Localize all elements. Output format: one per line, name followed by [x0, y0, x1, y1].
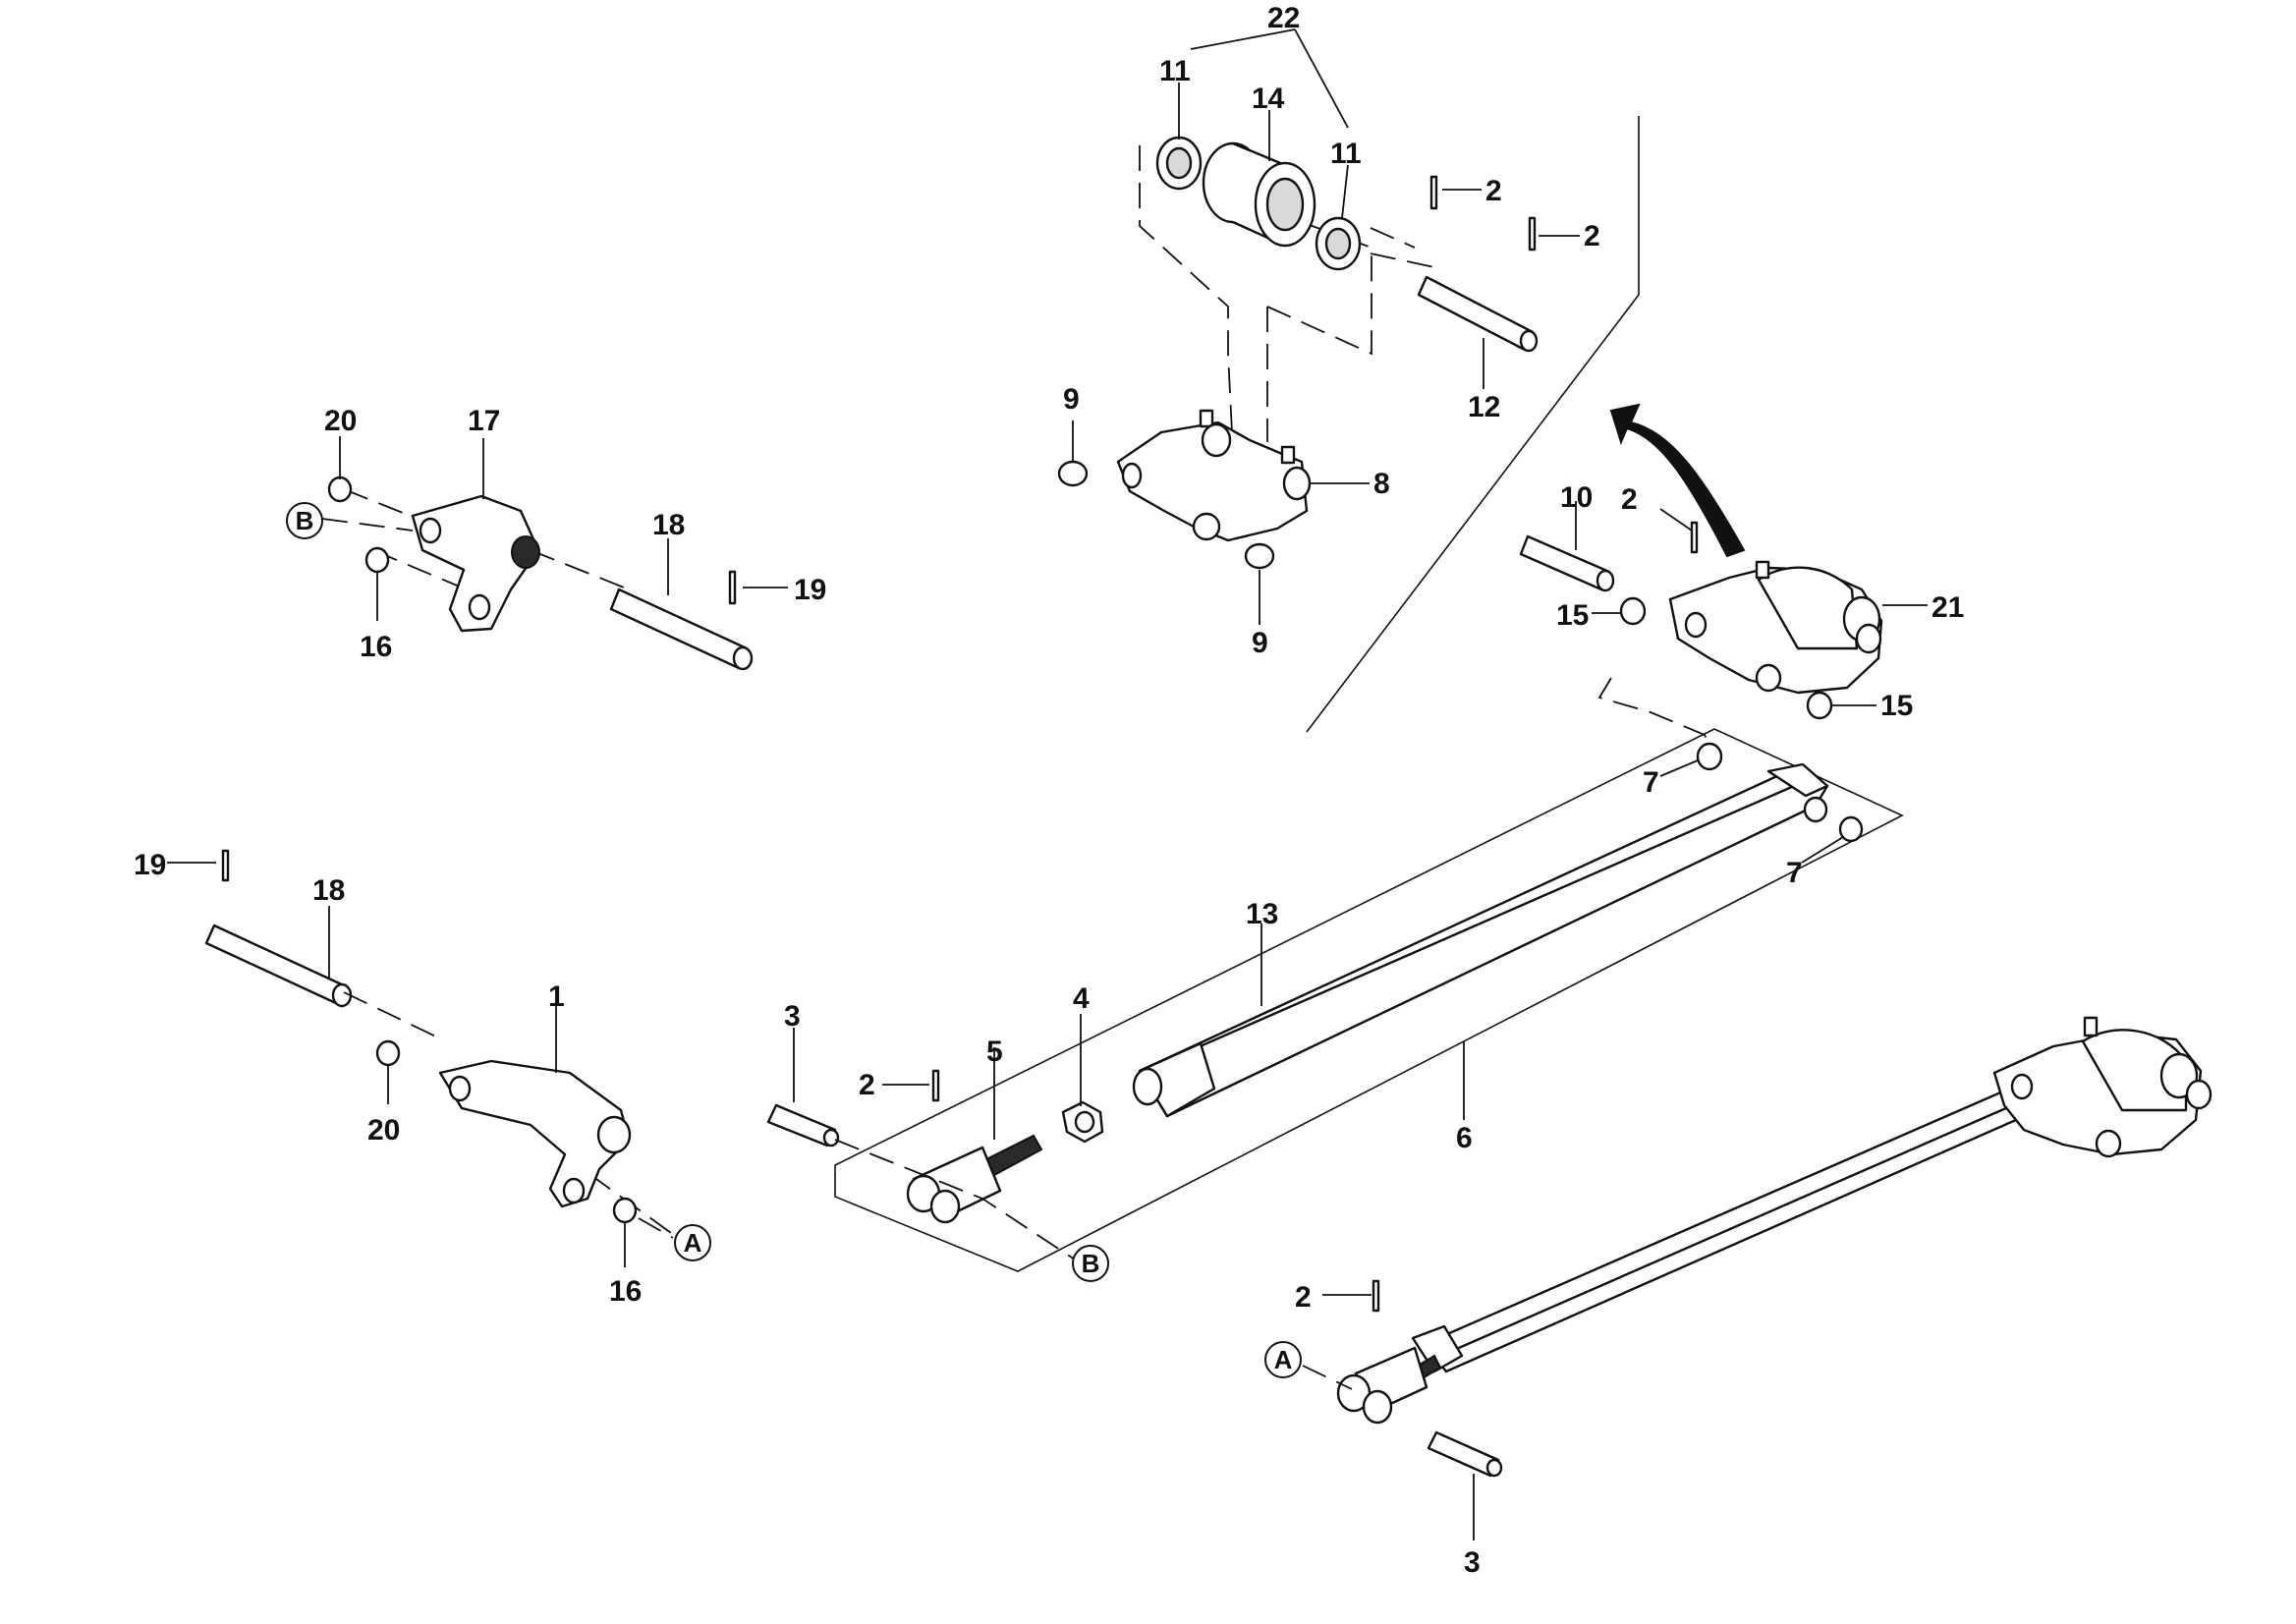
rod-assembly-panel	[834, 728, 1904, 1272]
callout-18-lower: 18	[312, 874, 345, 907]
callout-20-lower: 20	[367, 1114, 400, 1147]
callout-1: 1	[548, 980, 565, 1013]
pin-18-upper	[609, 588, 754, 671]
split-pin-2-b	[1528, 216, 1537, 252]
bushing-16-lower	[612, 1197, 638, 1224]
bushing-20-lower	[375, 1039, 401, 1067]
split-pin-19-upper	[728, 570, 737, 605]
callout-16-lower: 16	[609, 1275, 642, 1308]
callout-3-upper: 3	[784, 1000, 801, 1033]
callout-2-c: 2	[1621, 483, 1638, 516]
callout-7-upper: 7	[1643, 766, 1659, 799]
callout-9-upper: 9	[1063, 383, 1080, 416]
lever-1	[438, 1059, 632, 1208]
roller-assembly-group	[1057, 136, 1539, 570]
split-pin-2-e	[1372, 1279, 1380, 1313]
bushing-7-lower	[1838, 815, 1864, 843]
callout-21: 21	[1932, 591, 1964, 624]
callout-numbers: 22 11 14 11 2 2 12 9 8 9 20 17 18 19 16 …	[134, 2, 1964, 1579]
callout-19-lower: 19	[134, 849, 166, 881]
lower-clevis	[1336, 1346, 1442, 1425]
bushing-20-upper	[327, 476, 353, 503]
lever-1-group	[204, 849, 679, 1239]
callout-9-lower: 9	[1252, 627, 1268, 659]
pin-12	[1417, 275, 1539, 353]
reference-circles: B A B A	[286, 502, 1353, 1390]
reference-label-b-lower: B	[1082, 1249, 1100, 1278]
callout-18-upper: 18	[652, 509, 685, 541]
reference-circle-a-right	[1264, 1341, 1302, 1378]
lever-17-group	[327, 476, 754, 671]
callout-22: 22	[1267, 2, 1300, 34]
washer-15-lower	[1806, 691, 1833, 720]
callout-12: 12	[1468, 391, 1500, 423]
callout-2-d: 2	[859, 1069, 875, 1101]
reference-circle-a-lower	[674, 1224, 711, 1261]
bushing-9-upper	[1057, 460, 1089, 487]
callout-2-e: 2	[1295, 1281, 1312, 1314]
callout-7-lower: 7	[1786, 857, 1803, 889]
callout-11-left: 11	[1159, 55, 1191, 87]
reference-circle-b-lower	[1072, 1245, 1109, 1282]
pin-10	[1519, 534, 1615, 592]
callout-5: 5	[986, 1036, 1003, 1068]
split-pin-2-a	[1429, 175, 1438, 210]
reference-label-b-upper: B	[296, 506, 314, 535]
split-pin-19-lower	[221, 849, 230, 882]
section-divider-line	[1306, 116, 1640, 733]
rotate-arrow-icon	[1609, 403, 1746, 558]
roller-14	[1202, 141, 1316, 248]
callout-2-b: 2	[1584, 220, 1600, 252]
bushing-16-upper	[364, 546, 390, 574]
callout-11-right: 11	[1330, 138, 1362, 170]
reference-circle-b-upper	[286, 502, 323, 539]
callout-19-upper: 19	[794, 574, 826, 606]
split-pin-2-d	[931, 1069, 940, 1102]
bushing-9-lower	[1244, 542, 1275, 570]
callout-15-lower: 15	[1880, 690, 1913, 722]
callout-10: 10	[1560, 481, 1593, 514]
callout-20-upper: 20	[324, 405, 357, 437]
lower-rod	[1411, 1085, 2036, 1373]
callout-6: 6	[1456, 1122, 1473, 1154]
reference-label-a-right: A	[1274, 1345, 1293, 1374]
bushing-7-upper	[1696, 742, 1723, 771]
callout-2-a: 2	[1485, 175, 1502, 207]
pivot-21	[1668, 560, 1883, 695]
callout-15-upper: 15	[1556, 599, 1589, 632]
callout-16-upper: 16	[360, 631, 392, 663]
callout-4: 4	[1073, 982, 1090, 1015]
leader-lines	[167, 28, 1928, 1540]
washer-15-upper	[1619, 596, 1647, 626]
callout-17: 17	[468, 405, 500, 437]
bearing-11-left	[1155, 136, 1203, 191]
pin-3-lower	[1427, 1430, 1503, 1478]
clevis-5	[906, 1134, 1043, 1224]
callout-13: 13	[1246, 898, 1278, 930]
callout-3-lower: 3	[1464, 1546, 1481, 1579]
rod-13	[1132, 762, 1829, 1118]
bushing-7-mid	[1803, 796, 1828, 823]
lever-17	[411, 494, 540, 633]
rod-assembly-group	[766, 728, 1904, 1272]
reference-label-a-lower: A	[684, 1228, 702, 1258]
bracket-8	[1116, 409, 1312, 542]
nut-4	[1061, 1100, 1104, 1144]
callout-14: 14	[1252, 83, 1285, 115]
lower-rod-group	[1336, 1016, 2212, 1478]
bearing-11-right	[1315, 216, 1362, 271]
callout-8: 8	[1373, 468, 1390, 500]
pin-3-upper	[766, 1103, 840, 1148]
lower-pivot	[1992, 1016, 2212, 1158]
pin-18-lower	[204, 924, 353, 1008]
pivot-21-group	[1519, 521, 1883, 746]
split-pin-2-c	[1690, 521, 1699, 554]
